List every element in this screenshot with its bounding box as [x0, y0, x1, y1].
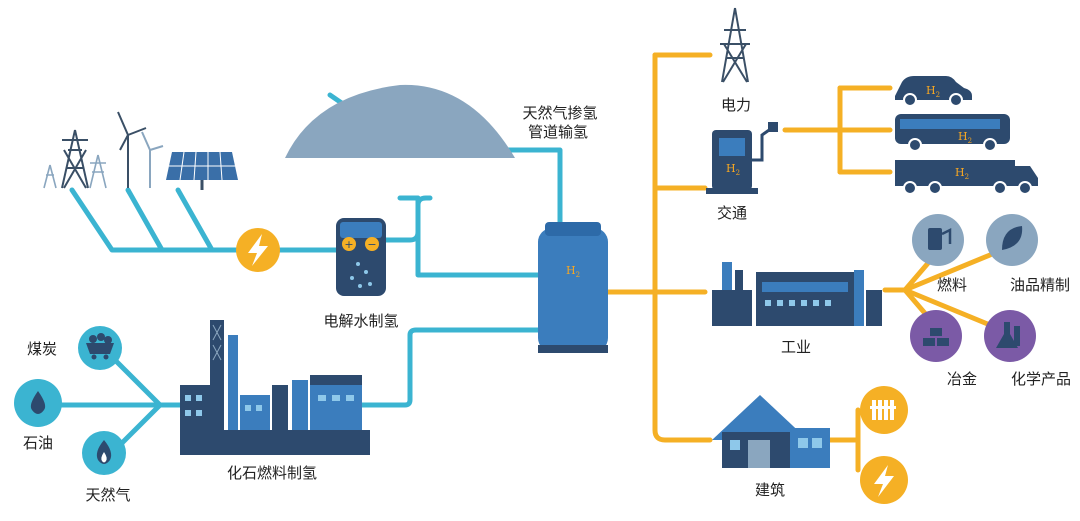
industry-plant-icon [712, 262, 882, 326]
car-h2-label: H2 [926, 84, 940, 99]
pylon-icon [43, 154, 107, 189]
svg-text:−: − [367, 238, 376, 251]
label-electrolysis: 电解水制氢 [323, 312, 398, 330]
lightning-icon [860, 456, 908, 504]
label-power: 电力 [721, 96, 751, 114]
label-refining: 油品精制 [1010, 276, 1070, 294]
label-pipeline: 管道输氢 [528, 123, 588, 141]
svg-text:+: + [344, 238, 353, 251]
label-transport: 交通 [717, 204, 747, 222]
bus-h2-label: H2 [958, 130, 972, 145]
leaf-drop-icon [986, 214, 1038, 266]
factory-icon [180, 320, 370, 455]
gas-flame-icon [82, 431, 126, 475]
label-fuel: 燃料 [937, 276, 967, 294]
lightning-icon [236, 228, 280, 272]
wind-turbine-icon [117, 111, 164, 188]
truck-h2-label: H2 [955, 166, 969, 181]
radiator-icon [860, 386, 908, 434]
gas-dome-icon [285, 84, 515, 158]
label-building: 建筑 [755, 481, 785, 499]
storage-tank-icon [538, 222, 608, 353]
fuel-station-icon [706, 122, 778, 194]
solar-panel-icon [166, 151, 238, 190]
label-industry: 工业 [781, 338, 811, 356]
coal-cart-icon [78, 326, 122, 370]
station-h2-label: H2 [726, 162, 740, 177]
label-natgas: 天然气 [85, 486, 130, 504]
label-chemical: 化学产品 [1011, 370, 1071, 388]
electrolyzer-icon: + − [336, 218, 386, 296]
car-icon [895, 76, 972, 107]
label-gas-blend: 天然气掺氢 [522, 104, 597, 122]
oil-drop-icon [14, 379, 62, 427]
pylon-icon [61, 129, 89, 189]
chemical-flask-icon [984, 310, 1036, 362]
bus-icon [895, 114, 1010, 152]
house-icon [712, 395, 830, 468]
pylon-icon [720, 7, 750, 83]
metal-bars-icon [910, 310, 962, 362]
fuel-pump-icon [912, 214, 964, 266]
label-oil: 石油 [23, 434, 53, 452]
truck-icon [895, 160, 1038, 195]
label-metallurgy: 冶金 [947, 370, 977, 388]
label-fossil: 化石燃料制氢 [227, 464, 317, 482]
orange-pipes [605, 52, 993, 473]
tank-h2-label: H2 [566, 264, 580, 279]
label-coal: 煤炭 [27, 340, 57, 358]
